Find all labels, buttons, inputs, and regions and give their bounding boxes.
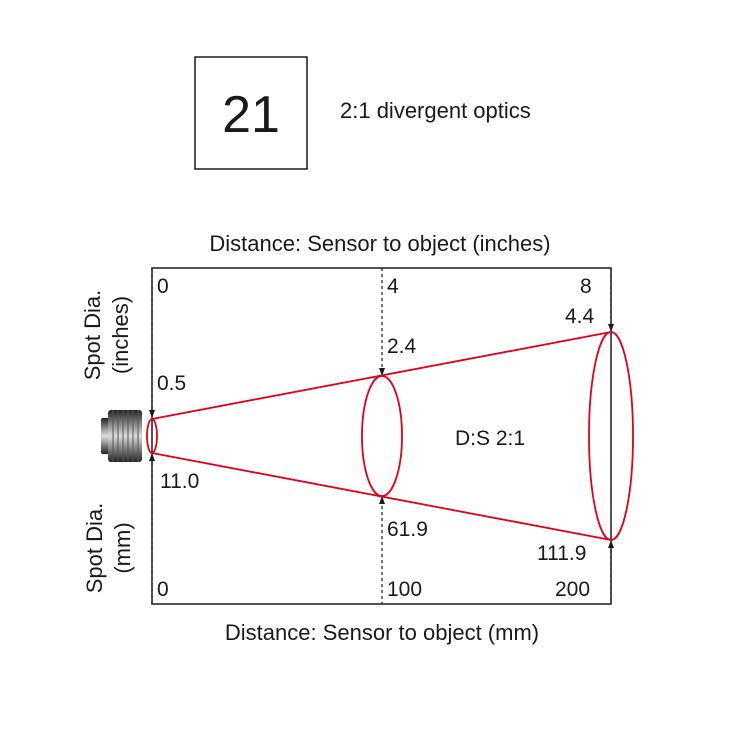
spot-inches-8: 4.4	[565, 305, 595, 328]
beam-cone	[146, 331, 634, 541]
left-bottom-axis-label: Spot Dia. (mm)	[82, 503, 135, 594]
label-line: (mm)	[110, 522, 135, 573]
spot-mm-100: 61.9	[387, 518, 428, 541]
spot-ellipse-100	[361, 375, 403, 497]
distance-mm-0: 0	[157, 578, 169, 601]
label-line: Spot Dia.	[80, 290, 105, 381]
top-axis-label: Distance: Sensor to object (inches)	[209, 231, 550, 256]
left-top-axis-label: Spot Dia. (inches)	[80, 290, 133, 381]
spot-mm-0: 11.0	[160, 470, 199, 493]
spot-ellipse-200	[588, 331, 634, 541]
number-box	[194, 56, 308, 170]
diagram-title: 2:1 divergent optics	[340, 98, 531, 123]
label-line: (inches)	[108, 296, 133, 374]
sensor-icon	[101, 410, 142, 462]
arrowheads	[149, 324, 614, 548]
diagram-number: 21	[222, 86, 280, 144]
distance-inches-8: 8	[580, 275, 592, 298]
distance-inches-0: 0	[157, 275, 169, 298]
bottom-axis-label: Distance: Sensor to object (mm)	[225, 620, 539, 645]
spot-ellipse-0	[146, 418, 158, 454]
spot-inches-4: 2.4	[387, 335, 417, 358]
spot-mm-200: 111.9	[537, 542, 586, 565]
label-line: Spot Dia.	[82, 503, 107, 594]
distance-markers	[151, 268, 612, 604]
spot-inches-0: 0.5	[157, 372, 186, 395]
distance-mm-100: 100	[387, 578, 422, 601]
ratio-label: D:S 2:1	[455, 427, 525, 450]
distance-inches-4: 4	[387, 275, 399, 298]
distance-mm-200: 200	[555, 578, 590, 601]
